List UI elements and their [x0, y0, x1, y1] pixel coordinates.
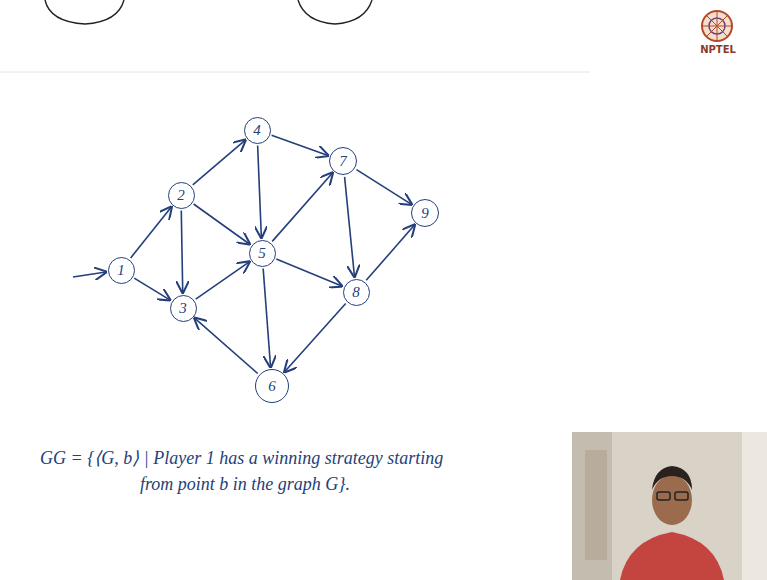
state-circle: 8 — [343, 279, 370, 306]
graph-edge — [272, 135, 328, 155]
graph-edge — [131, 207, 172, 258]
cut-ellipse — [45, 0, 124, 24]
graph-edge — [181, 210, 182, 292]
nptel-logo — [702, 11, 732, 41]
node-number: 5 — [258, 246, 266, 261]
node-number: 8 — [352, 285, 360, 300]
graph-edge — [285, 304, 346, 372]
state-circle: 4 — [244, 117, 271, 144]
definition-text: GG = {⟨G, b⟩ | Player 1 has a winning st… — [40, 447, 443, 469]
node-number: 4 — [253, 123, 261, 138]
state-circle: 2 — [168, 182, 195, 209]
page-rule — [0, 72, 590, 73]
graph-edge — [345, 177, 355, 277]
graph-edge — [357, 170, 412, 205]
graph-edge — [195, 318, 258, 373]
graph-edge — [366, 225, 414, 280]
state-circle: 9 — [411, 199, 439, 227]
state-circle: 7 — [329, 147, 357, 175]
graph-edge — [276, 259, 341, 286]
node-number: 7 — [339, 154, 347, 169]
state-circle: 1 — [108, 257, 135, 284]
graph-edge — [258, 145, 262, 237]
node-number: 6 — [268, 379, 276, 394]
graph-edge — [272, 173, 332, 241]
node-number: 1 — [117, 263, 125, 278]
graph-edge — [193, 140, 245, 185]
graph-edge — [194, 204, 250, 244]
state-circle: 5 — [249, 240, 276, 267]
webcam-inset — [572, 432, 767, 580]
graph-edge — [134, 278, 170, 300]
logo-text: NPTEL — [700, 44, 736, 55]
cut-ellipse — [298, 0, 372, 24]
graph-edge — [263, 268, 270, 367]
node-number: 2 — [177, 188, 185, 203]
node-number: 3 — [179, 301, 187, 316]
state-circle: 3 — [170, 295, 197, 322]
graph-edge — [196, 262, 250, 299]
start-arrow — [73, 272, 106, 277]
node-number: 9 — [421, 206, 429, 221]
definition-text: from point b in the graph G}. — [140, 474, 350, 495]
state-circle: 6 — [255, 369, 289, 403]
